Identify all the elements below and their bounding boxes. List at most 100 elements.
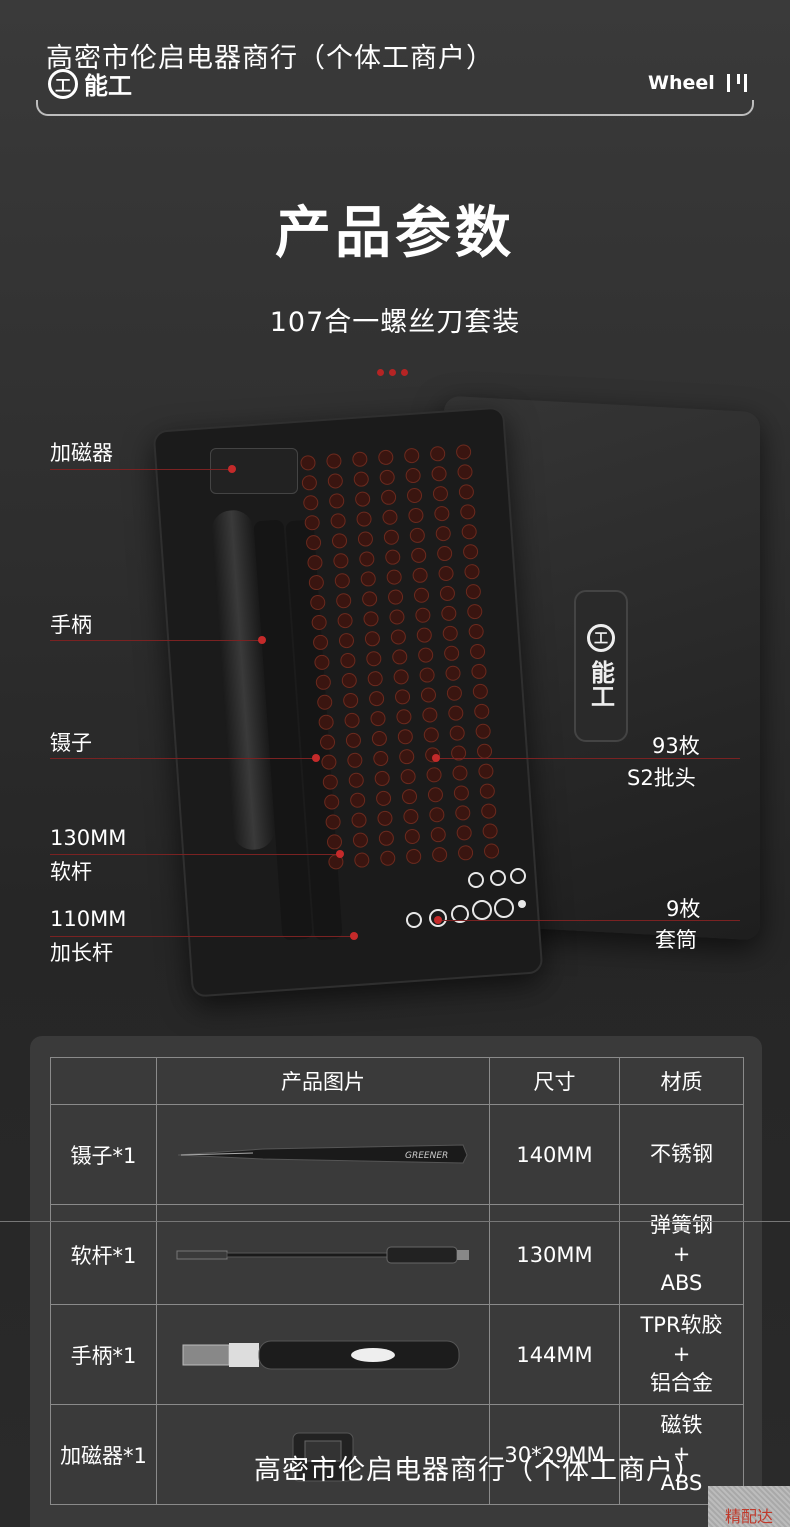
bit-slot <box>458 845 474 861</box>
socket-set-image <box>406 868 526 928</box>
bit-slot <box>318 714 334 730</box>
brand-name: 能工 <box>84 72 132 100</box>
bit-slot <box>329 493 345 509</box>
bit-slot <box>449 725 465 741</box>
callout-line-handle <box>50 640 262 641</box>
bit-slot <box>326 453 342 469</box>
bit-slot <box>325 814 341 830</box>
bit-slot <box>444 645 460 661</box>
bit-slot <box>432 486 448 502</box>
bit-slot <box>366 651 382 667</box>
bit-slot <box>343 692 359 708</box>
bit-slot <box>350 792 366 808</box>
bit-slot <box>418 647 434 663</box>
bit-slot <box>306 535 322 551</box>
table-header-size: 尺寸 <box>489 1057 620 1105</box>
bit-slot <box>352 832 368 848</box>
page-title: 产品参数 <box>275 201 515 266</box>
callout-rod130-name: 软杆 <box>50 860 92 884</box>
bit-slot <box>347 752 363 768</box>
bit-slot <box>344 712 360 728</box>
spec-table: 产品图片 尺寸 材质 镊子*1 GREENER 140MM 不锈钢 软杆*1 <box>50 1057 744 1505</box>
bit-slot <box>379 469 395 485</box>
bit-slot <box>320 734 336 750</box>
bit-slot <box>405 468 421 484</box>
bit-slot <box>348 772 364 788</box>
bit-slot <box>411 547 427 563</box>
decorative-dots <box>377 369 408 376</box>
bit-slot <box>429 807 445 823</box>
bit-slot <box>303 495 319 511</box>
bit-slot <box>360 571 376 587</box>
product-subtitle: 107合一螺丝刀套装 <box>269 307 521 338</box>
row-image <box>156 1404 490 1505</box>
bit-slot <box>362 591 378 607</box>
bit-slot <box>382 509 398 525</box>
bit-slot <box>364 631 380 647</box>
row-image: GREENER <box>156 1104 490 1205</box>
callout-dot-magnetizer <box>228 465 236 473</box>
bit-slot <box>333 553 349 569</box>
material-line: ABS <box>660 1271 703 1295</box>
bit-slot <box>478 763 494 779</box>
callout-line-rod130 <box>50 854 340 855</box>
bit-slot <box>452 765 468 781</box>
bit-slot <box>460 504 476 520</box>
row-material: 不锈钢 <box>619 1104 744 1205</box>
bit-slot <box>423 727 439 743</box>
material-line: 磁铁 <box>660 1413 703 1437</box>
row-name: 镊子*1 <box>50 1104 157 1205</box>
bit-slot <box>404 448 420 464</box>
flex-rod-icon <box>176 1246 469 1263</box>
bit-slot <box>445 665 461 681</box>
table-header-material: 材质 <box>619 1057 744 1105</box>
material-line: 弹簧钢 <box>650 1213 713 1237</box>
bit-slot <box>363 611 379 627</box>
bit-slot <box>376 790 392 806</box>
bit-slot <box>334 573 350 589</box>
bit-slot <box>378 449 394 465</box>
bit-slot <box>472 683 488 699</box>
header-frame <box>36 100 754 116</box>
lid-brand-name: 能工 <box>586 660 615 708</box>
bit-slot <box>324 794 340 810</box>
callout-bits-name: S2批头 <box>627 766 696 790</box>
bit-slot <box>404 828 420 844</box>
callout-sockets-count: 9枚 <box>666 897 701 921</box>
table-header-image: 产品图片 <box>156 1057 490 1105</box>
bit-slot <box>315 674 331 690</box>
callout-bits-count: 93枚 <box>652 734 700 758</box>
bit-slot <box>353 471 369 487</box>
bit-slot <box>332 533 348 549</box>
bit-slot <box>467 604 483 620</box>
row-size: 30*29MM <box>489 1404 620 1505</box>
bit-slot <box>402 789 418 805</box>
bit-slot <box>337 613 353 629</box>
bit-slot <box>314 654 330 670</box>
bit-slot <box>345 732 361 748</box>
bit-slot <box>400 769 416 785</box>
bit-slot <box>304 515 320 531</box>
bit-slot <box>435 526 451 542</box>
bit-slot <box>371 731 387 747</box>
callout-sockets-name: 套筒 <box>655 928 697 952</box>
bit-slot <box>388 589 404 605</box>
bit-slot <box>456 825 472 841</box>
bit-slot <box>439 585 455 601</box>
bit-slot <box>477 743 493 759</box>
bit-slot <box>414 587 430 603</box>
bit-slot <box>381 489 397 505</box>
bit-slot <box>359 551 375 567</box>
bit-slot <box>455 805 471 821</box>
magnetizer-icon <box>292 1432 354 1481</box>
bit-slot <box>451 745 467 761</box>
callout-line-bits <box>440 758 740 759</box>
bit-slot <box>311 614 327 630</box>
bit-slot <box>340 653 356 669</box>
callout-tweezers: 镊子 <box>50 731 92 755</box>
row-size: 130MM <box>489 1204 620 1305</box>
bit-slot <box>461 524 477 540</box>
bit-slot <box>446 685 462 701</box>
row-size: 140MM <box>489 1104 620 1205</box>
bit-slot <box>386 569 402 585</box>
